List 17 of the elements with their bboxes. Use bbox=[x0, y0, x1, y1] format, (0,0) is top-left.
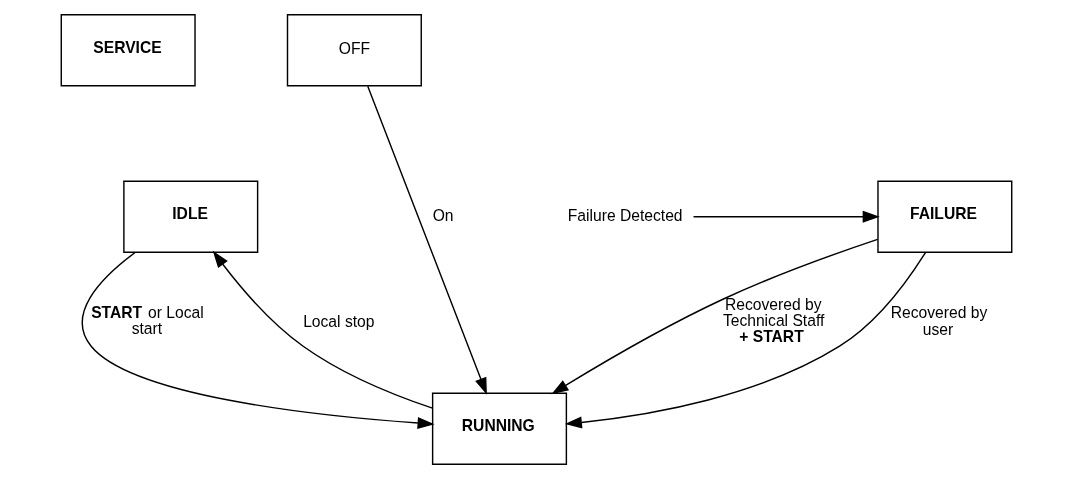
edge-label: START or Local start bbox=[90, 303, 204, 337]
arrow bbox=[550, 238, 878, 394]
node-box: RUNNING bbox=[431, 391, 567, 465]
edge-label: Recovered by user bbox=[890, 303, 987, 338]
arrow bbox=[564, 251, 926, 428]
node-box: FAILURE bbox=[876, 179, 1012, 253]
arrow bbox=[212, 250, 433, 409]
arrow bbox=[366, 85, 487, 395]
edge-label: Recovered by Technical Staff + START bbox=[722, 295, 824, 345]
node-box: IDLE bbox=[122, 179, 258, 253]
arrow bbox=[692, 210, 880, 223]
arrow bbox=[81, 251, 435, 429]
node-box: OFF bbox=[286, 13, 422, 87]
edge-label: Local stop bbox=[302, 312, 374, 330]
node-box: SERVICE bbox=[60, 13, 196, 87]
edge-label: On bbox=[432, 206, 454, 224]
node-text: Failure Detected bbox=[567, 206, 683, 224]
